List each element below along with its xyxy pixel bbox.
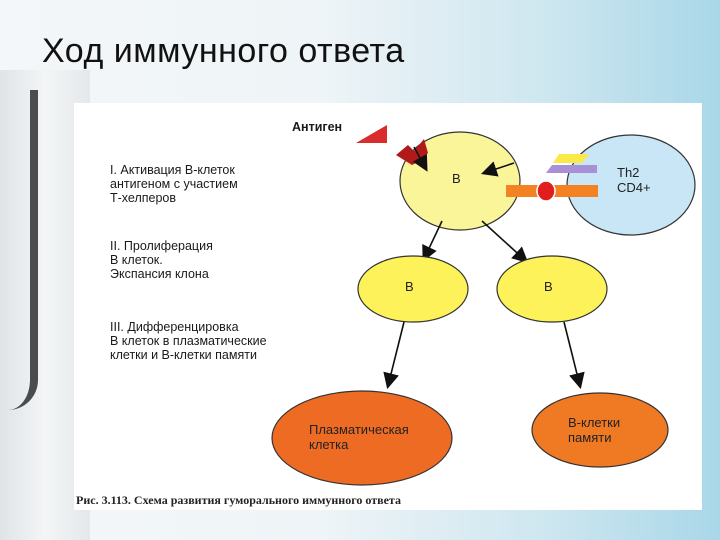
b-cell-main	[399, 131, 521, 231]
arrow-to-plasma	[383, 321, 405, 390]
memory-b-cells	[531, 392, 669, 468]
tcr-receptor-shape	[546, 165, 597, 173]
peptide-complex-shape	[536, 180, 556, 202]
memory-b-cells-label-line-1: В-клетки	[568, 415, 620, 430]
memory-b-cells-label-line-2: памяти	[568, 430, 611, 445]
plasma-cell-label: Плазматическая клетка	[309, 422, 412, 452]
stage-3-line-1: III. Дифференцировка	[110, 320, 239, 334]
stage-2-line-2: В клеток.	[110, 253, 163, 267]
stage-3-line-3: клетки и В-клетки памяти	[110, 348, 257, 362]
slide-title: Ход иммунного ответа	[42, 32, 405, 70]
memory-b-cells-label: В-клетки памяти	[568, 415, 624, 445]
b-cell-left	[357, 255, 469, 323]
stage-2-text: II. Пролиферация В клеток. Экспансия кло…	[110, 239, 216, 281]
th2-label: Th2 CD4+	[617, 165, 651, 195]
background-stethoscope	[0, 90, 38, 410]
arrow-to-memory	[563, 321, 585, 390]
b-cell-right	[496, 255, 608, 323]
figure-caption: Рис. 3.113. Схема развития гуморального …	[76, 493, 401, 507]
antigen-shape	[356, 125, 387, 143]
stage-1-line-3: Т-хелперов	[110, 191, 176, 205]
immune-response-diagram: Антиген I. Активация В-клеток антигеном …	[76, 120, 696, 507]
stage-3-line-2: В клеток в плазматические	[110, 334, 267, 348]
stage-2-line-1: II. Пролиферация	[110, 239, 213, 253]
b-cell-main-label: В	[452, 171, 461, 186]
b-cell-right-label: В	[544, 279, 553, 294]
plasma-cell-label-line-2: клетка	[309, 437, 349, 452]
accessory-receptor-shape	[553, 154, 589, 163]
stage-1-line-1: I. Активация В-клеток	[110, 163, 235, 177]
stage-2-line-3: Экспансия клона	[110, 267, 209, 281]
stage-1-text: I. Активация В-клеток антигеном с участи…	[110, 163, 241, 205]
th2-label-line-1: Th2	[617, 165, 639, 180]
arrow-b-to-right	[481, 220, 529, 264]
arrow-b-to-left	[422, 220, 443, 262]
plasma-cell	[271, 390, 453, 486]
arrow-antigen-to-b	[412, 146, 428, 172]
th2-label-line-2: CD4+	[617, 180, 651, 195]
plasma-cell-label-line-1: Плазматическая	[309, 422, 409, 437]
stage-1-line-2: антигеном с участием	[110, 177, 238, 191]
immune-response-figure: Антиген I. Активация В-клеток антигеном …	[74, 103, 702, 510]
arrow-th2-to-b	[480, 161, 515, 177]
b-cell-left-label: В	[405, 279, 414, 294]
stage-3-text: III. Дифференцировка В клеток в плазмати…	[110, 320, 270, 362]
antigen-label: Антиген	[292, 120, 342, 134]
